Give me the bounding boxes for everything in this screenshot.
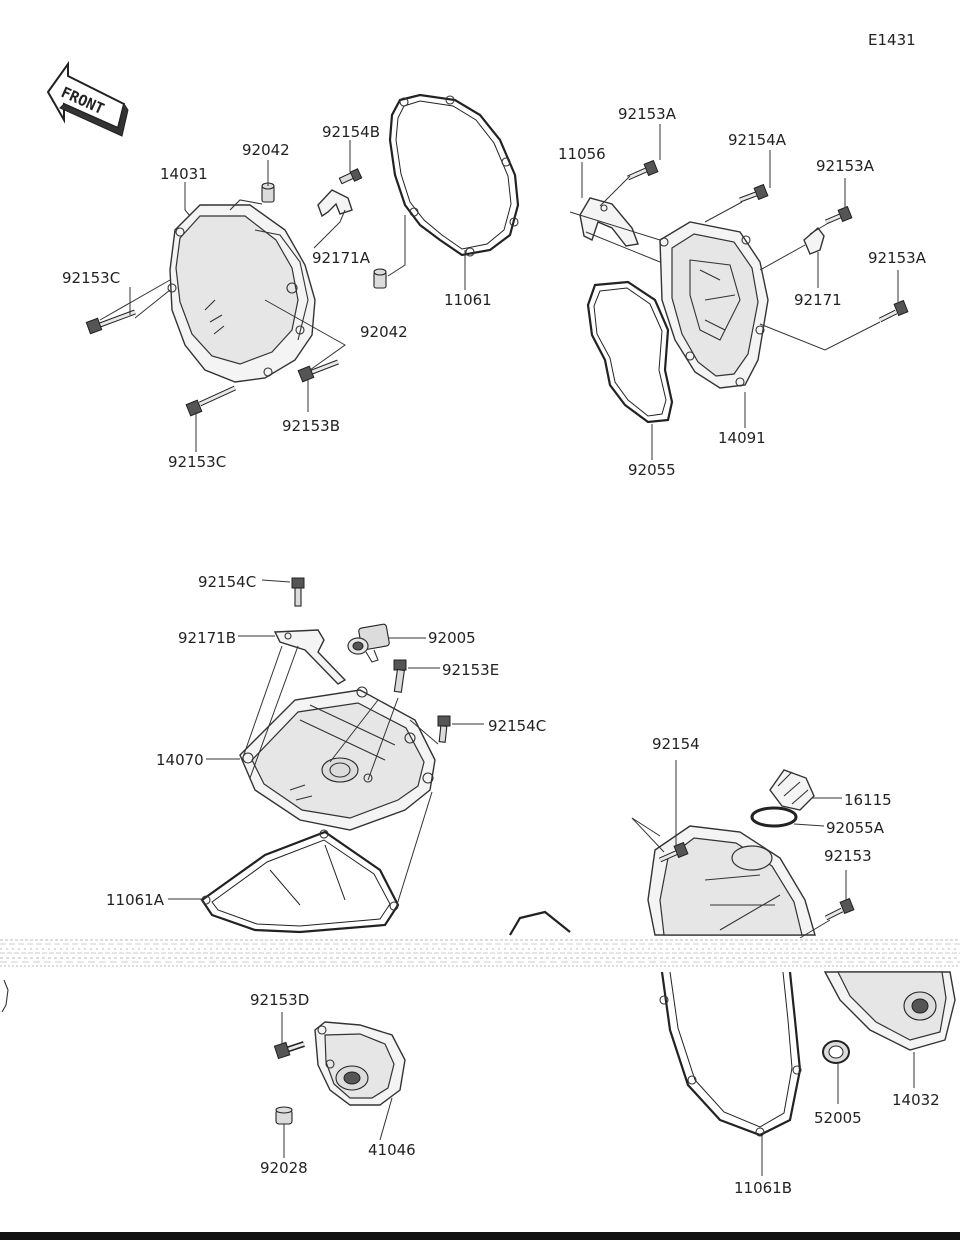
- label-14032: 14032: [892, 1091, 940, 1109]
- label-92055A: 92055A: [826, 819, 885, 837]
- label-92153A-middle: 92153A: [816, 157, 875, 175]
- label-16115: 16115: [844, 791, 892, 809]
- bolt-92153E: [393, 659, 407, 693]
- bolt-92153B: [297, 359, 339, 383]
- label-92042-top: 92042: [242, 141, 290, 159]
- label-92153C-upper: 92153C: [62, 269, 120, 287]
- bolt-92153A-right: [878, 299, 909, 323]
- bolt-92154B: [338, 168, 363, 185]
- bolt-92154: [658, 841, 689, 863]
- bracket-11056: [579, 197, 639, 247]
- oil-cap-16115: [769, 769, 815, 811]
- torn-scan-band: [0, 938, 960, 968]
- label-92153E: 92153E: [442, 661, 499, 679]
- cover-14070: [239, 686, 436, 831]
- front-direction-arrow: FRONT: [46, 60, 129, 137]
- group4-upper-leaders: [631, 760, 847, 939]
- label-11061B: 11061B: [734, 1179, 792, 1197]
- clutch-cover-upper: [647, 825, 816, 936]
- bolt-92153C-upper: [85, 309, 136, 335]
- label-92153: 92153: [824, 847, 872, 865]
- gasket-11061: [388, 93, 520, 257]
- diagram-code: E1431: [868, 31, 916, 49]
- label-11061A: 11061A: [106, 891, 165, 909]
- label-14070: 14070: [156, 751, 204, 769]
- bolt-92153C-lower: [185, 385, 237, 417]
- cover-41046: [314, 1021, 406, 1106]
- label-11061: 11061: [444, 291, 492, 309]
- label-92154A: 92154A: [728, 131, 787, 149]
- bottom-frame-bar: [0, 1232, 960, 1240]
- group2-leaders: [569, 124, 899, 460]
- bolt-92153A-middle: [825, 205, 853, 225]
- label-92153A-right: 92153A: [868, 249, 927, 267]
- label-92171A: 92171A: [312, 249, 371, 267]
- group6-leaders: [761, 1052, 915, 1176]
- label-92042-bottom: 92042: [360, 323, 408, 341]
- cover-14032: [823, 971, 956, 1051]
- label-92153D: 92153D: [250, 991, 309, 1009]
- generator-cover-14031: [167, 199, 316, 383]
- group5-leaders: [281, 1012, 393, 1158]
- gasket-92055: [586, 280, 674, 424]
- collar-92028: [275, 1106, 293, 1125]
- cover-14091: [659, 221, 769, 389]
- bolt-92153D: [273, 1041, 305, 1060]
- label-92154C-top: 92154C: [198, 573, 256, 591]
- gasket-11061A: [200, 829, 400, 934]
- bolt-92153A-top: [626, 159, 659, 181]
- label-92005: 92005: [428, 629, 476, 647]
- label-92153A-top: 92153A: [618, 105, 677, 123]
- bolt-92154A: [739, 183, 769, 203]
- label-52005: 52005: [814, 1109, 862, 1127]
- o-ring-92055A: [750, 806, 798, 828]
- bolt-92154C-top: [291, 577, 305, 607]
- part-labels: 14031 92042 92154B 92171A 11061 92153C 9…: [62, 105, 940, 1197]
- dowel-pin-92042-bottom: [373, 268, 387, 289]
- label-92153B: 92153B: [282, 417, 340, 435]
- label-92153C-lower: 92153C: [168, 453, 226, 471]
- label-14091: 14091: [718, 429, 766, 447]
- bracket-92171B: [273, 629, 347, 685]
- label-92055: 92055: [628, 461, 676, 479]
- label-92154: 92154: [652, 735, 700, 753]
- seal-52005: [822, 1040, 850, 1064]
- label-14031: 14031: [160, 165, 208, 183]
- sensor-92005: [347, 623, 390, 663]
- group3-leaders: [168, 579, 484, 909]
- label-11056: 11056: [558, 145, 606, 163]
- label-92154B: 92154B: [322, 123, 380, 141]
- label-92171: 92171: [794, 291, 842, 309]
- bolt-92153: [824, 897, 855, 921]
- label-92171B: 92171B: [178, 629, 236, 647]
- label-41046: 41046: [368, 1141, 416, 1159]
- label-92154C-right: 92154C: [488, 717, 546, 735]
- bolt-92154C-right: [437, 715, 451, 743]
- gasket-11061B: [659, 971, 802, 1137]
- clamp-92171A: [317, 189, 353, 218]
- edge-fragment: [1, 979, 9, 1013]
- gasket-fragment: [509, 910, 571, 936]
- label-92028: 92028: [260, 1159, 308, 1177]
- clip-92171: [803, 226, 825, 255]
- group1-leaders: [99, 140, 466, 452]
